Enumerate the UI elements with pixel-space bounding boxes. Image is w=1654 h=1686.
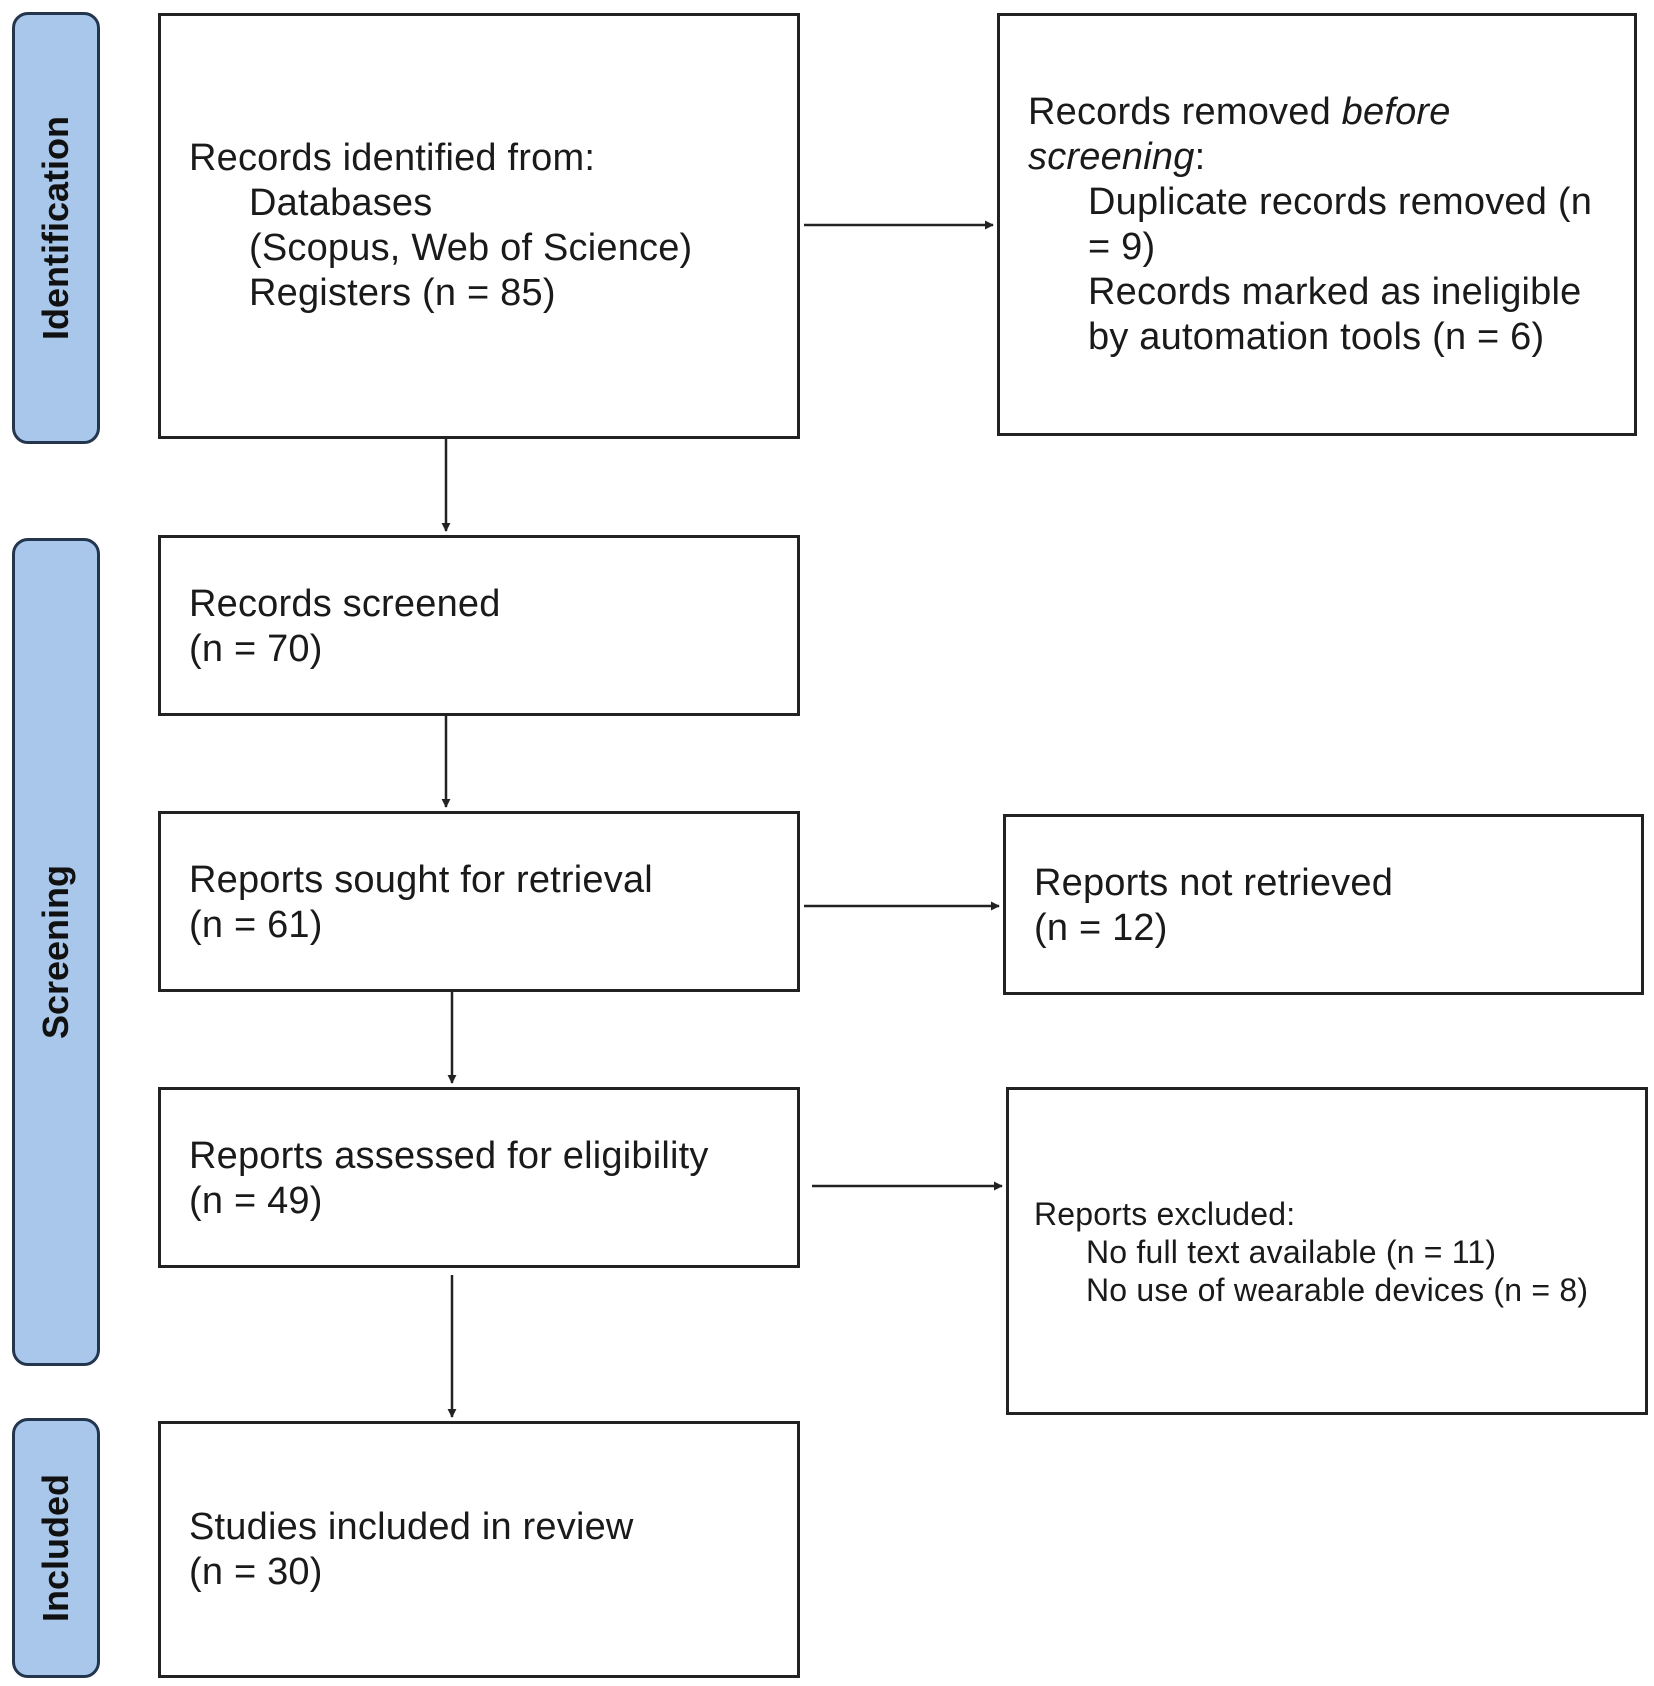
reports-assessed-title: Reports assessed for eligibility bbox=[189, 1135, 709, 1177]
records-identified-title: Records identified from: bbox=[189, 137, 596, 179]
reports-excluded-title: Reports excluded: bbox=[1034, 1196, 1296, 1232]
records-removed-title: Records removed before bbox=[1028, 91, 1451, 133]
reports-sought-title: Reports sought for retrieval bbox=[189, 859, 653, 901]
reports-not-retrieved-count: (n = 12) bbox=[1034, 907, 1168, 949]
records-identified-text: Records identified from: Databases (Scop… bbox=[189, 136, 692, 316]
studies-included-box bbox=[158, 1421, 800, 1678]
reports-not-retrieved-text: Reports not retrieved (n = 12) bbox=[1034, 861, 1393, 951]
records-screened-box bbox=[158, 535, 800, 716]
records-removed-text: Records removed before screening: Duplic… bbox=[1028, 90, 1592, 360]
studies-included-text: Studies included in review (n = 30) bbox=[189, 1505, 634, 1595]
excluded-reason-no-wearables: No use of wearable devices (n = 8) bbox=[1086, 1272, 1589, 1308]
studies-included-title: Studies included in review bbox=[189, 1506, 634, 1548]
database-sources: (Scopus, Web of Science) bbox=[249, 227, 693, 269]
stage-screening: Screening bbox=[12, 538, 100, 1366]
stage-included: Included bbox=[12, 1418, 100, 1678]
reports-sought-box bbox=[158, 811, 800, 992]
reports-excluded-box bbox=[1006, 1087, 1648, 1415]
reports-sought-text: Reports sought for retrieval (n = 61) bbox=[189, 858, 653, 948]
stage-identification: Identification bbox=[12, 12, 100, 444]
records-identified-box bbox=[158, 13, 800, 439]
studies-included-count: (n = 30) bbox=[189, 1551, 323, 1593]
records-screened-title: Records screened bbox=[189, 583, 501, 625]
records-screened-count: (n = 70) bbox=[189, 628, 323, 670]
excluded-reason-no-full-text: No full text available (n = 11) bbox=[1086, 1234, 1497, 1270]
ineligible-line-1: Records marked as ineligible bbox=[1088, 271, 1582, 313]
reports-sought-count: (n = 61) bbox=[189, 904, 323, 946]
duplicates-removed-line-2: = 9) bbox=[1088, 226, 1156, 268]
reports-not-retrieved-title: Reports not retrieved bbox=[1034, 862, 1394, 904]
records-screened-text: Records screened (n = 70) bbox=[189, 582, 501, 672]
reports-not-retrieved-box bbox=[1003, 814, 1644, 995]
reports-assessed-count: (n = 49) bbox=[189, 1180, 323, 1222]
ineligible-line-2: by automation tools (n = 6) bbox=[1088, 316, 1545, 358]
registers-count: Registers (n = 85) bbox=[249, 272, 556, 314]
reports-assessed-text: Reports assessed for eligibility (n = 49… bbox=[189, 1134, 709, 1224]
records-removed-title-2: screening: bbox=[1028, 136, 1206, 178]
duplicates-removed-line-1: Duplicate records removed (n bbox=[1088, 181, 1593, 223]
records-removed-box bbox=[997, 13, 1637, 436]
reports-excluded-text: Reports excluded: No full text available… bbox=[1034, 1195, 1588, 1309]
databases-label: Databases bbox=[249, 182, 433, 224]
reports-assessed-box bbox=[158, 1087, 800, 1268]
